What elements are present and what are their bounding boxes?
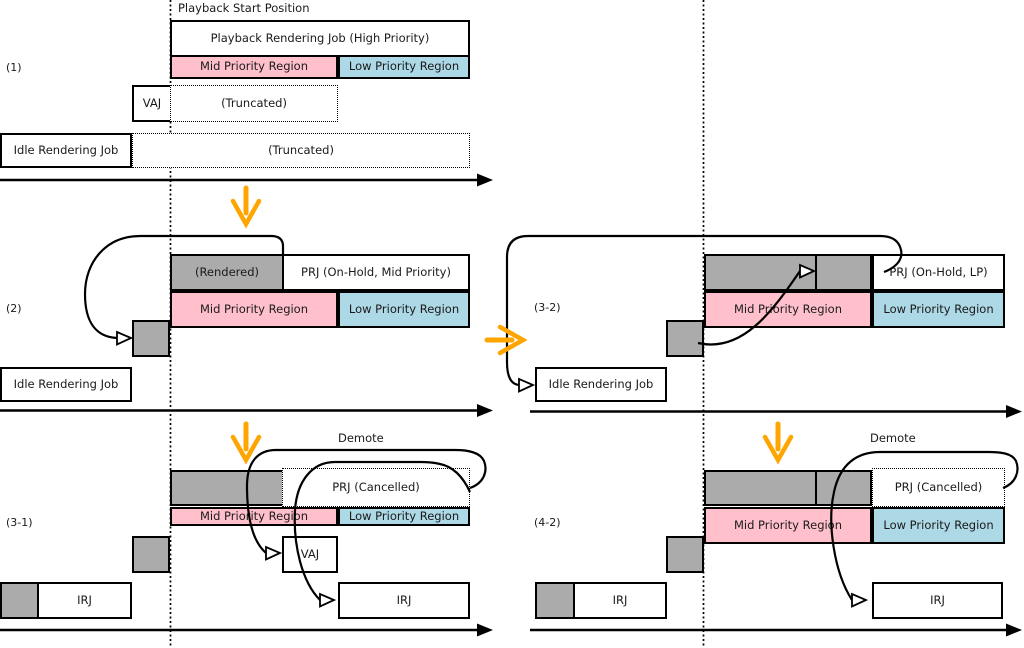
p2-rendered-chunk (132, 320, 170, 357)
timeline-arrow-p1 (0, 173, 493, 187)
p42-prj-cancelled-box: PRJ (Cancelled) (872, 468, 1005, 507)
transition-arrow-right-2-to-32 (484, 324, 528, 356)
p42-mid-priority-region: Mid Priority Region (704, 507, 872, 544)
p32-low-priority-region: Low Priority Region (872, 291, 1005, 328)
panel-2-id: (2) (6, 302, 22, 315)
p2-prj-onhold-mid-box: PRJ (On-Hold, Mid Priority) (282, 254, 470, 291)
p1-idle-truncated-box: (Truncated) (132, 133, 470, 168)
demote-label-4-2: Demote (870, 431, 916, 445)
timeline-arrow-p2 (0, 404, 493, 417)
transition-arrow-down-2-to-31 (230, 421, 262, 465)
p31-low-priority-region: Low Priority Region (338, 507, 470, 526)
p42-irj-box-right: IRJ (872, 582, 1003, 619)
p32-prj-onhold-lp-box: PRJ (On-Hold, LP) (872, 254, 1005, 291)
timeline-arrow-p32 (530, 405, 1022, 418)
p31-prj-cancelled-box: PRJ (Cancelled) (282, 468, 470, 507)
transition-arrow-down-1-to-2 (230, 185, 262, 229)
transition-arrow-down-32-to-42 (762, 421, 794, 465)
p31-irj-rendered-part (0, 582, 39, 619)
p31-vaj-box: VAJ (282, 536, 338, 573)
p32-rendered-segment-2 (815, 254, 872, 291)
p42-rendered-chunk (666, 536, 704, 573)
p31-irj-box-right: IRJ (338, 582, 470, 619)
p32-mid-priority-region: Mid Priority Region (704, 291, 872, 328)
p1-vaj-truncated-box: (Truncated) (170, 85, 338, 122)
panel-3-1-id: (3-1) (6, 516, 33, 529)
p1-mid-priority-region: Mid Priority Region (170, 55, 338, 79)
p42-low-priority-region: Low Priority Region (872, 507, 1005, 544)
p1-idle-rendering-job-box: Idle Rendering Job (0, 133, 132, 168)
p2-low-priority-region: Low Priority Region (338, 291, 470, 328)
panel-4-2-id: (4-2) (534, 516, 561, 529)
p42-irj-rendered-part (535, 582, 575, 619)
panel-1-id: (1) (6, 61, 22, 74)
p32-rendered-segment-1 (704, 254, 817, 291)
demote-label-3-1: Demote (338, 431, 384, 445)
p1-vaj-box: VAJ (132, 85, 172, 122)
playback-start-label: Playback Start Position (178, 1, 310, 15)
p42-rendered-segment-2 (815, 470, 872, 506)
p2-idle-rendering-job-box: Idle Rendering Job (0, 367, 132, 402)
p1-prj-high-priority-box: Playback Rendering Job (High Priority) (170, 20, 470, 57)
p2-mid-priority-region: Mid Priority Region (170, 291, 338, 328)
p42-rendered-segment-1 (704, 470, 817, 506)
p31-rendered-box (170, 470, 284, 506)
p1-low-priority-region: Low Priority Region (338, 55, 470, 79)
panel-3-2-id: (3-2) (534, 301, 561, 314)
p31-mid-priority-region: Mid Priority Region (170, 507, 338, 526)
p32-rendered-chunk (666, 320, 704, 357)
p31-irj-box-left: IRJ (37, 582, 132, 619)
p2-rendered-box: (Rendered) (170, 254, 284, 291)
timeline-arrow-p42 (530, 623, 1022, 637)
p42-irj-box-left: IRJ (573, 582, 667, 619)
p32-idle-rendering-job-box: Idle Rendering Job (535, 367, 667, 402)
timeline-arrow-p31 (0, 623, 493, 637)
p31-rendered-chunk (132, 536, 170, 573)
